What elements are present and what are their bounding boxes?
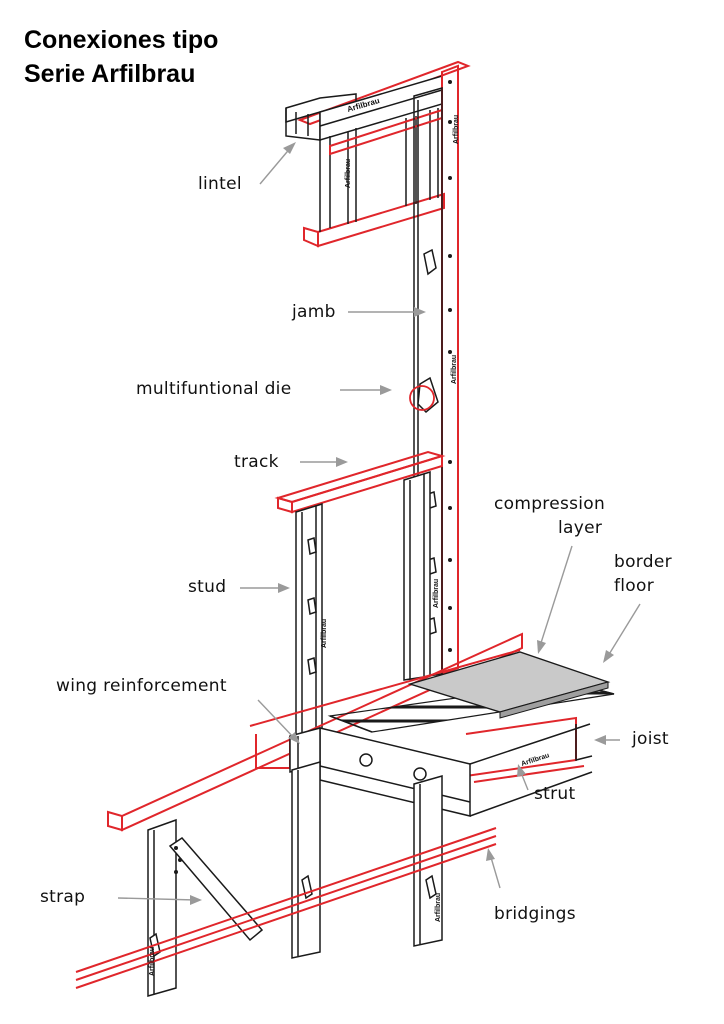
brand-mark-cripple: Arfilbrau [345, 159, 352, 188]
lintel-assembly [285, 60, 471, 248]
stud-left [295, 502, 323, 753]
brand-mark-jamb-low: Arfilbrau [433, 579, 440, 608]
label-border-floor-2: floor [614, 576, 654, 596]
label-wing-reinforcement: wing reinforcement [56, 676, 227, 696]
label-border-floor-1: border [614, 552, 672, 572]
label-strap: strap [40, 887, 86, 907]
brand-mark-stud: Arfilbrau [321, 619, 328, 648]
label-jamb: jamb [292, 302, 336, 322]
label-track: track [234, 452, 279, 472]
brand-mark-jamb-top: Arfilbrau [453, 115, 460, 144]
label-bridgings: bridgings [494, 904, 576, 924]
floor-deck [327, 651, 615, 733]
leader-arrows [117, 142, 641, 905]
title-line-2: Serie Arfilbrau [24, 60, 196, 88]
label-compression-layer-1: compression [494, 494, 606, 514]
label-multifunctional-die: multifuntional die [136, 379, 292, 399]
label-stud: stud [188, 577, 227, 597]
label-lintel: lintel [198, 174, 242, 194]
brand-mark-post-left: Arfilbrau [149, 947, 156, 976]
label-joist: joist [632, 729, 669, 749]
label-compression-layer-2: layer [558, 518, 603, 538]
brand-mark-post: Arfilbrau [435, 893, 442, 922]
label-strut: strut [534, 784, 576, 804]
stud-right [403, 470, 431, 681]
brand-mark-jamb-mid: Arfilbrau [451, 355, 458, 384]
bridgings-rods [75, 827, 497, 989]
title-line-1: Conexiones tipo [24, 26, 219, 54]
strap-brace [168, 837, 264, 942]
track-member [274, 450, 446, 514]
